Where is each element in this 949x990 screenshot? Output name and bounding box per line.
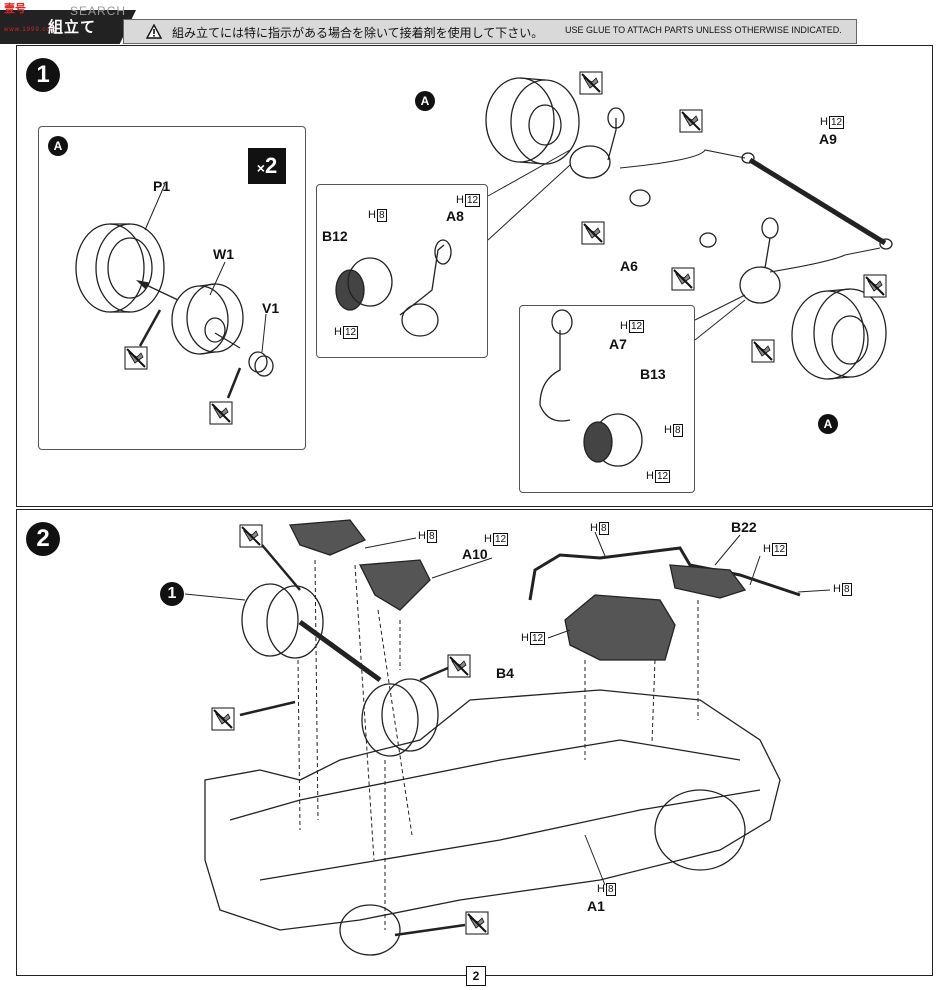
part-label-b22: B22 [731,519,757,535]
glue-warning-jp: 組み立てには特に指示がある場合を除いて接着剤を使用して下さい。 [172,26,544,40]
hub-b12-drawing [335,239,452,337]
no-glue-icon [465,911,489,935]
no-glue-icon [751,339,775,363]
front-hub-drawing [569,107,651,207]
no-glue-icon [863,274,887,298]
section-title: 組立て [48,19,97,36]
part-label-v1: V1 [262,300,280,316]
chassis-drawing [204,689,781,956]
title-tab [0,10,136,44]
cap-drawing [248,351,274,377]
part-label-b12: B12 [322,228,348,244]
step-2-number: 2 [26,522,60,556]
instruction-bar [123,19,857,44]
page-number: 2 [466,966,486,986]
ref-marker-a-bottom: A [818,414,838,434]
part-label-a9: A9 [819,131,837,147]
ref-marker-a-top: A [415,91,435,111]
glue-warning-en: USE GLUE TO ATTACH PARTS UNLESS OTHERWIS… [565,25,842,35]
part-label-a6: A6 [620,258,638,274]
step-1-number: 1 [26,58,60,92]
tire-drawing [75,223,165,313]
no-glue-icon [581,221,605,245]
ref-marker-step-1: 1 [160,582,184,606]
front-wheel-drawing [485,77,580,165]
part-label-a7: A7 [609,336,627,352]
quantity-badge: ×2 [248,148,286,184]
no-glue-icon [124,346,148,370]
no-glue-icon [209,401,233,425]
part-label-a10: A10 [462,546,488,562]
no-glue-icon [679,109,703,133]
part-label-w1: W1 [213,246,234,262]
no-glue-icon [579,71,603,95]
no-glue-icon [671,267,695,291]
step2-wheel-drawing [241,583,439,757]
part-label-a8: A8 [446,208,464,224]
no-glue-icon [211,707,235,731]
hub-b13-drawing [539,309,643,467]
watermark-logo: 壹号 [4,3,26,15]
rear-hub-detail-box [519,305,695,493]
watermark-subtext: www.1999.com [4,27,57,33]
watermark-site-name: SEARCH [70,4,127,18]
rear-wheel-drawing [791,288,887,380]
part-label-b13: B13 [640,366,666,382]
part-label-p1: P1 [153,178,171,194]
no-glue-icons [124,71,887,935]
part-label-b4: B4 [496,665,514,681]
no-glue-icon [447,654,471,678]
no-glue-icon [239,524,263,548]
rear-hub-drawing [739,217,781,304]
ref-marker-a: A [48,136,68,156]
warning-icon [145,23,163,39]
part-label-a1: A1 [587,898,605,914]
